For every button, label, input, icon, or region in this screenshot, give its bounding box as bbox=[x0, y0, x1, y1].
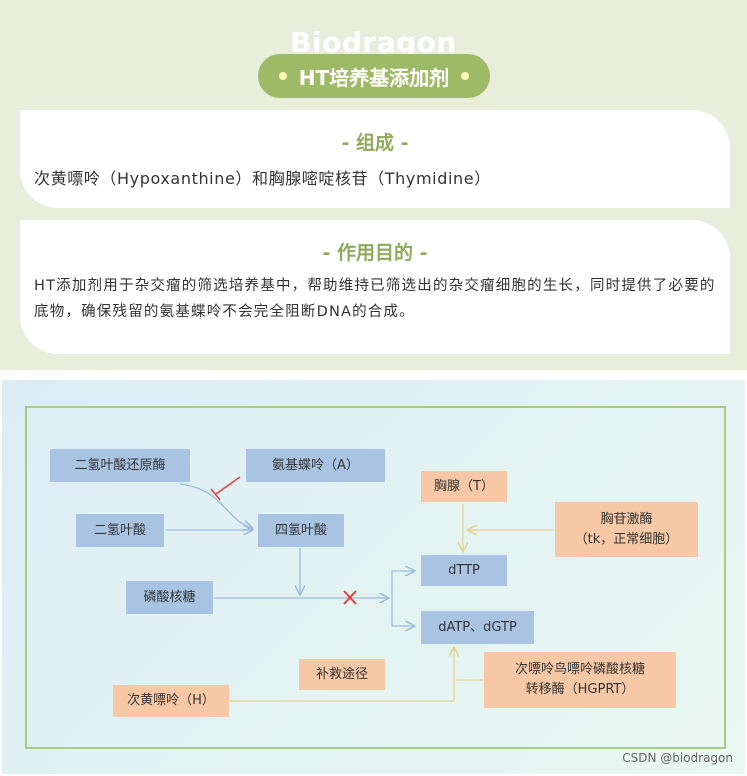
node-hypoxanthine: 次黄嘌呤（H） bbox=[113, 685, 229, 717]
tk-note: （tk，正常细胞） bbox=[574, 531, 679, 547]
node-dhfr: 二氢叶酸还原酶 bbox=[50, 449, 190, 482]
pill-dot-right bbox=[461, 72, 470, 80]
tk-label: 胸苷激酶 bbox=[600, 511, 653, 527]
node-hgprt: 次嘌呤鸟嘌呤磷酸核糖 转移酶（HGPRT） bbox=[484, 652, 676, 708]
node-thymidine: 胸腺（T） bbox=[421, 471, 507, 502]
brand-watermark: Biodragon bbox=[290, 26, 457, 59]
node-dihydrofolate: 二氢叶酸 bbox=[76, 514, 164, 547]
hgprt-line1: 次嘌呤鸟嘌呤磷酸核糖 bbox=[514, 662, 645, 677]
blocked-x-b bbox=[343, 590, 357, 605]
composition-heading: - 组成 - bbox=[341, 132, 409, 154]
aminopterin-inhibition-line bbox=[215, 476, 241, 495]
purpose-card: - 作用目的 - HT添加剂用于杂交瘤的筛选培养基中，帮助维持已筛选出的杂交瘤细… bbox=[20, 220, 730, 354]
node-thymidine-kinase: 胸苷激酶 （tk，正常细胞） bbox=[555, 502, 698, 557]
node-aminopterin: 氨基蝶呤（A） bbox=[246, 449, 385, 482]
node-tetrahydrofolate: 四氢叶酸 bbox=[258, 514, 344, 547]
hgprt-line2: 转移酶（HGPRT） bbox=[525, 682, 635, 697]
node-datp-dgtp: dATP、dGTP bbox=[421, 611, 534, 644]
aminopterin-inhibition-bar bbox=[210, 488, 221, 501]
node-dttp: dTTP bbox=[421, 555, 507, 586]
node-ribose-phosphate: 磷酸核糖 bbox=[126, 581, 213, 614]
purpose-heading: - 作用目的 - bbox=[322, 242, 428, 264]
bracket-to-datp bbox=[391, 598, 414, 626]
title-pill: HT培养基添加剂 bbox=[258, 54, 490, 98]
csdn-watermark: CSDN @biodragon bbox=[622, 751, 733, 765]
purpose-text: HT添加剂用于杂交瘤的筛选培养基中，帮助维持已筛选出的杂交瘤细胞的生长，同时提供… bbox=[34, 278, 716, 320]
composition-text: 次黄嘌呤（Hypoxanthine）和胸腺嘧啶核苷（Thymidine） bbox=[34, 169, 491, 188]
salvage-pathway-label: 补救途径 bbox=[299, 659, 385, 690]
dhfr-catalysis-curve bbox=[179, 483, 252, 528]
hypoxanthine-salvage-line bbox=[230, 648, 454, 702]
pathway-diagram-frame bbox=[25, 406, 726, 749]
info-panel: Biodragon HT培养基添加剂 - 组成 - 次黄嘌呤（Hypoxanth… bbox=[0, 0, 747, 370]
pill-dot-left bbox=[278, 72, 287, 80]
composition-card: - 组成 - 次黄嘌呤（Hypoxanthine）和胸腺嘧啶核苷（Thymidi… bbox=[20, 110, 730, 208]
page-title: HT培养基添加剂 bbox=[298, 65, 450, 90]
bracket-to-dttp bbox=[391, 571, 414, 598]
